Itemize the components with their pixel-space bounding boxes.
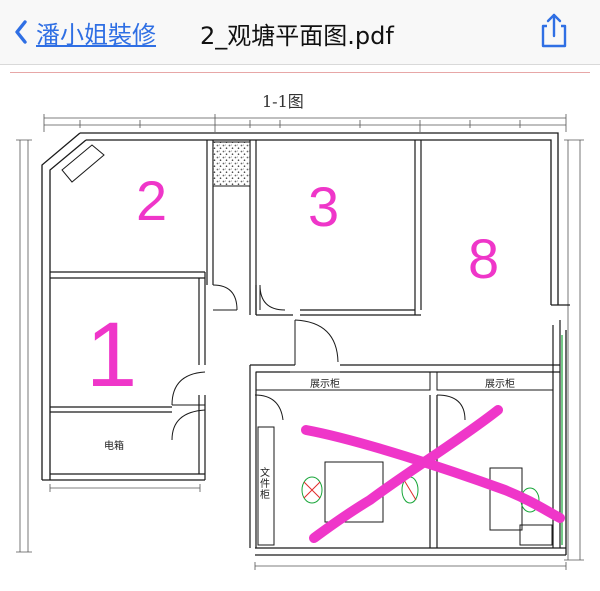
plan-title: 1-1图 [262,92,304,111]
room-number-8: 8 [468,227,500,290]
display-cabinet-right-label: 展示柜 [485,379,515,390]
corner-cabinet [61,144,105,183]
page-divider [10,72,590,73]
file-cabinet [257,426,275,546]
cross-out-mark [301,405,565,543]
doors [171,284,466,441]
display-cabinets [255,371,554,391]
display-cabinet-left-label: 展示柜 [310,379,340,390]
electric-box-label: 电箱 [104,441,124,452]
room-number-2: 2 [136,169,168,232]
share-button[interactable] [538,12,570,48]
room-number-1: 1 [86,304,138,406]
room-number-3: 3 [308,175,340,238]
floor-plan [16,114,584,570]
nav-bar: 潘小姐裝修 2_观塘平面图.pdf [0,0,600,65]
utility-shaft [212,141,251,187]
chevron-left-icon [15,20,27,44]
share-icon [541,13,567,48]
dimension-lines [16,114,584,570]
back-button[interactable]: 潘小姐裝修 [14,14,156,50]
back-label: 潘小姐裝修 [36,20,156,49]
file-cabinet-label: 文件柜 [260,468,270,501]
document-title: 2_观塘平面图.pdf [200,22,394,50]
outer-walls [41,132,570,556]
